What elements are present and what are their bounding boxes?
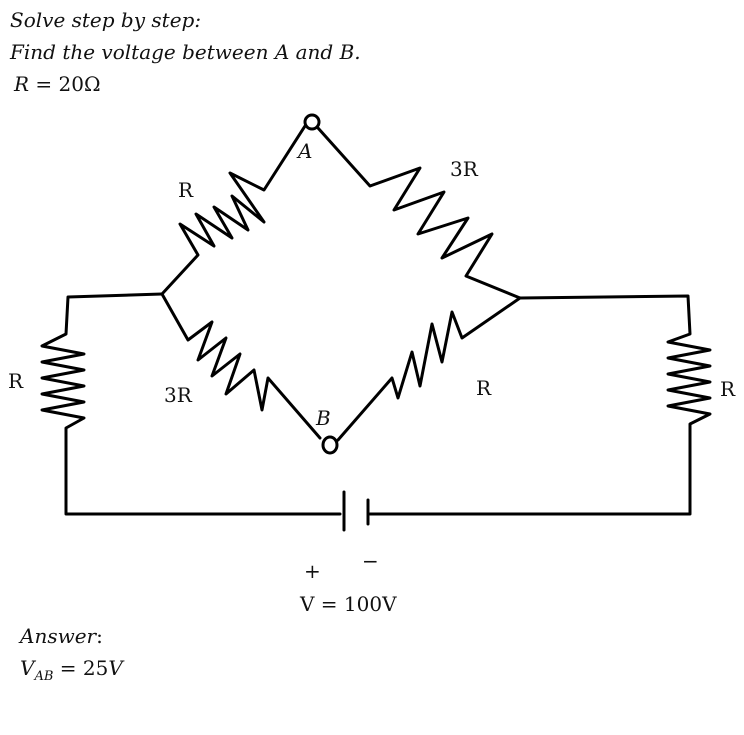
r-outer-left-label: R xyxy=(8,369,24,393)
resistor-outer-left xyxy=(40,292,342,516)
r-outer-right-label: R xyxy=(720,377,736,401)
r-top-left-label: R xyxy=(178,178,194,202)
r-bottom-right-label: R xyxy=(476,376,492,400)
r-top-right-label: 3R xyxy=(450,157,479,181)
question-line-1: Solve step by step: xyxy=(10,8,202,32)
resistor-bottom-right xyxy=(336,296,522,442)
resistor-bottom-left xyxy=(160,292,322,440)
resistor-top-right xyxy=(316,126,522,300)
r-value: = 20Ω xyxy=(29,72,101,96)
terminal-a xyxy=(303,113,321,131)
r-bottom-left-label: 3R xyxy=(164,383,193,407)
battery-minus-label: − xyxy=(362,549,379,573)
battery-plus-label: + xyxy=(304,559,321,583)
question-line-2: Find the voltage between A and B. xyxy=(10,40,361,64)
node-b-label: B xyxy=(315,406,331,430)
node-a-label: A xyxy=(296,139,312,163)
source-voltage-label: V = 100V xyxy=(299,592,397,616)
answer-label: Answer: xyxy=(20,624,103,648)
resistor-top-left xyxy=(160,124,307,296)
answer-value: VAB = 25V xyxy=(20,656,123,684)
r-symbol: R xyxy=(14,72,30,96)
question-line-3: R = 20Ω xyxy=(14,72,101,96)
resistor-outer-right xyxy=(368,294,712,516)
terminal-b xyxy=(321,435,339,455)
